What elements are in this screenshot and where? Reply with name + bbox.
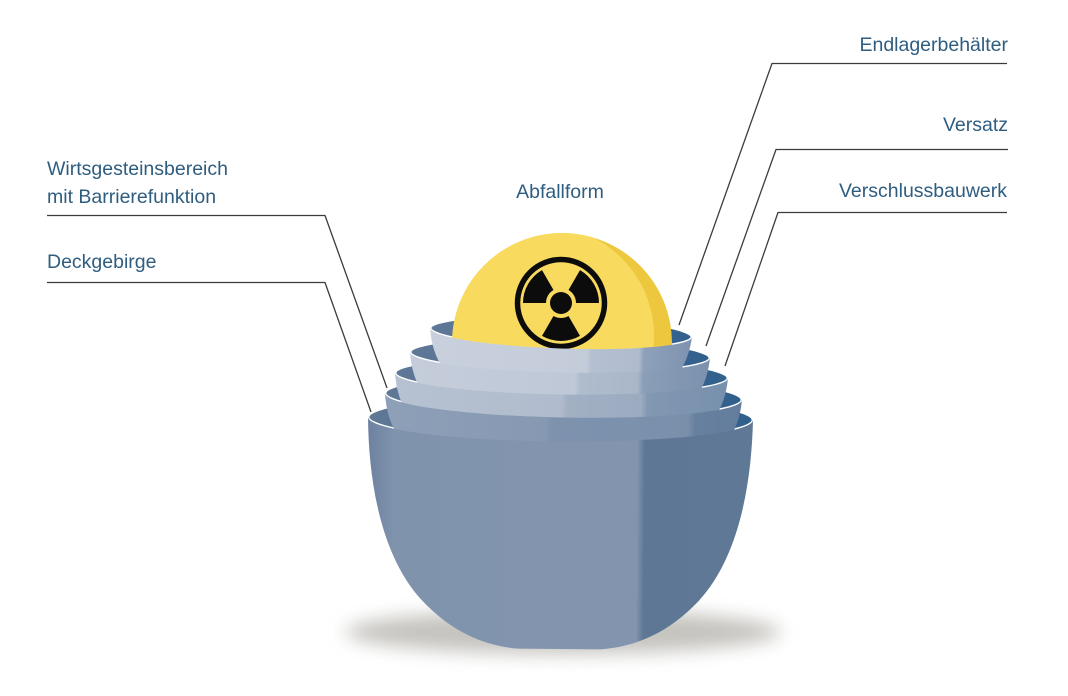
labels: Endlagerbehälter Versatz Verschlussbauwe… [47,34,1009,273]
leader-line-versatz [705,148,1008,347]
radiation-icon [514,256,608,350]
leader-line-endlagerbehaelter [678,62,1007,326]
deckgebirge-bowl [368,416,753,650]
leader-line-wirtsgestein [47,214,388,389]
label-versatz: Versatz [943,114,1008,136]
leader-line-verschlussbauwerk [724,211,1007,367]
label-wirtsgestein-line2: mit Barrierefunktion [47,186,216,208]
label-endlagerbehaelter: Endlagerbehälter [859,34,1008,56]
label-deckgebirge: Deckgebirge [47,251,156,273]
bowl-walls [368,327,753,650]
label-wirtsgestein-line1: Wirtsgesteinsbereich [47,158,228,180]
leader-line-deckgebirge [47,281,372,413]
label-verschlussbauwerk: Verschlussbauwerk [839,180,1007,202]
leader-lines [47,62,1008,413]
label-abfallform: Abfallform [516,181,604,203]
